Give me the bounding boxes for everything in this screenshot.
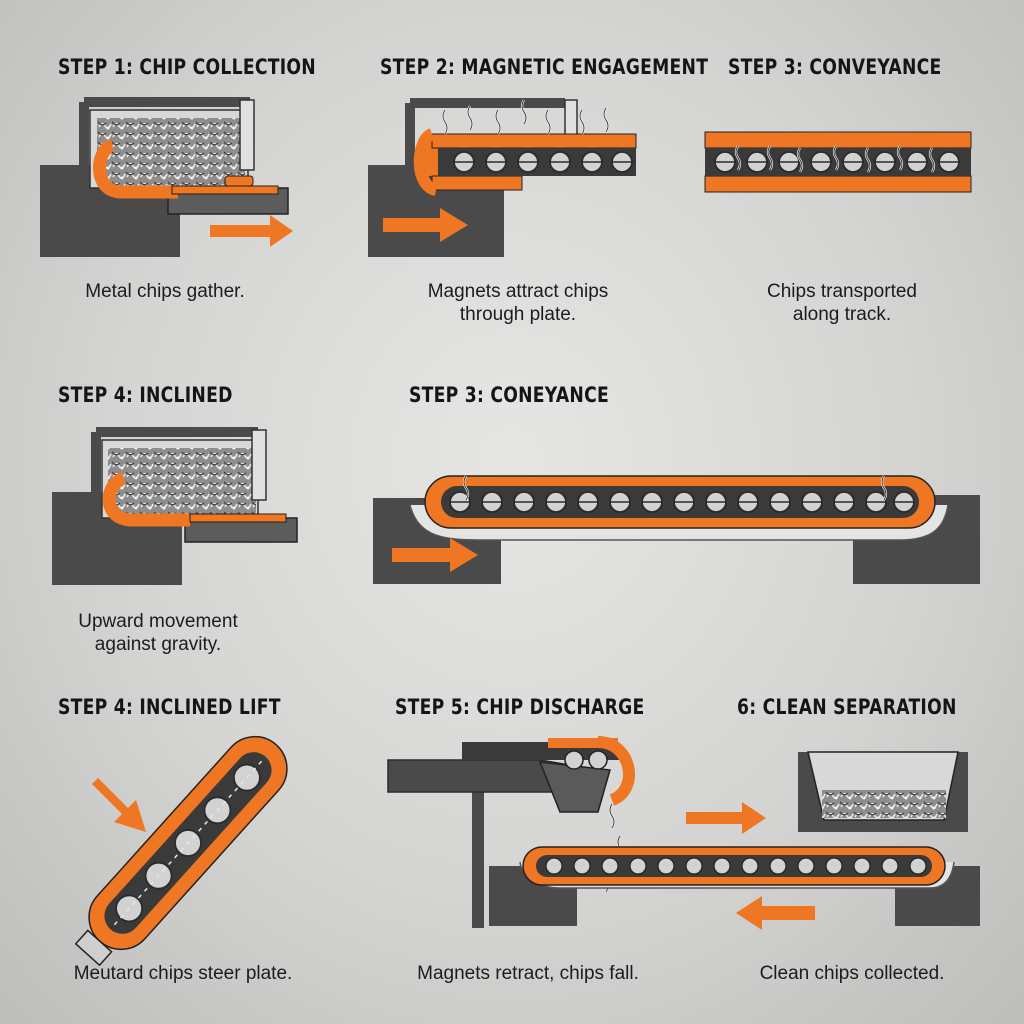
panel-4-title: STEP 4: INCLINED (58, 383, 233, 407)
panel-6-caption-line: Meutard chips steer plate. (73, 963, 293, 984)
panel-1-illustration (40, 97, 293, 257)
panel-1-caption: Metal chips gather. (85, 280, 244, 303)
panel-6-caption: Meutard chips steer plate. (74, 962, 293, 985)
panel-6-title: STEP 4: INCLINED LIFT (58, 695, 281, 719)
p7-rollers (545, 857, 927, 875)
panel-8-illustration (686, 751, 968, 930)
panel-4-caption-line-1: Upward movement (78, 611, 238, 632)
p2-bottom-belt (431, 175, 523, 191)
panel-7-title: STEP 5: CHIP DISCHARGE (395, 695, 645, 719)
p2-top-belt (431, 133, 637, 149)
p3-top-track (704, 131, 972, 149)
panel-3-caption-line-1: Chips transported (767, 281, 917, 302)
panel-2-caption-line-2: through plate. (459, 304, 577, 325)
p8-arrow-right (686, 802, 766, 834)
panel-7-caption-line: Magnets retract, chips fall. (417, 963, 639, 984)
panel-8-caption-line: Clean chips collected. (759, 963, 945, 984)
panel-1-title: STEP 1: CHIP COLLECTION (58, 55, 316, 79)
p1-chip-pile (97, 118, 245, 186)
panel-7-illustration (387, 736, 980, 928)
p7-support-post (472, 790, 484, 928)
p6-inclined-belt (74, 735, 288, 967)
panel-5-title: STEP 3: CONEYANCE (409, 383, 609, 407)
p4-orange-belt (102, 471, 190, 527)
p1-orange-belt (93, 138, 178, 199)
p4-chip-pile (108, 448, 256, 516)
p1-hopper-frame (79, 97, 250, 175)
panel-3-illustration (704, 131, 972, 193)
p5-rollers (449, 491, 915, 513)
panel-4-illustration (52, 427, 298, 585)
panel-2-illustration (368, 98, 637, 257)
panel-6-illustration (74, 735, 288, 967)
p3-bottom-track (704, 175, 972, 193)
p7-chute (538, 761, 611, 813)
panel-2-caption-line-1: Magnets attract chips (427, 281, 609, 302)
panel-7-caption: Magnets retract, chips fall. (417, 962, 639, 985)
panel-8-caption: Clean chips collected. (760, 962, 945, 985)
p6-direction-arrow (92, 778, 146, 832)
panel-2-title: STEP 2: MAGNETIC ENGAGEMENT (380, 55, 709, 79)
panel-3-title: STEP 3: CONVEYANCE (728, 55, 942, 79)
p8-arrow-left (736, 896, 815, 930)
panel-3-caption-line-2: along track. (792, 304, 892, 325)
p2-direction-arrow (383, 208, 468, 242)
p5-direction-arrow (392, 538, 478, 572)
panel-4-caption-line-2: against gravity. (94, 634, 222, 655)
panel-8-title: 6: CLEAN SEPARATION (737, 695, 957, 719)
panel-2-caption: Magnets attract chips through plate. (428, 280, 609, 326)
panel-1-caption-line: Metal chips gather. (85, 281, 245, 302)
p1-direction-arrow (210, 215, 293, 247)
p8-clean-chips (822, 790, 946, 818)
panel-4-caption: Upward movement against gravity. (78, 610, 237, 656)
panel-3-caption: Chips transported along track. (767, 280, 917, 326)
panel-5-illustration (373, 474, 980, 584)
